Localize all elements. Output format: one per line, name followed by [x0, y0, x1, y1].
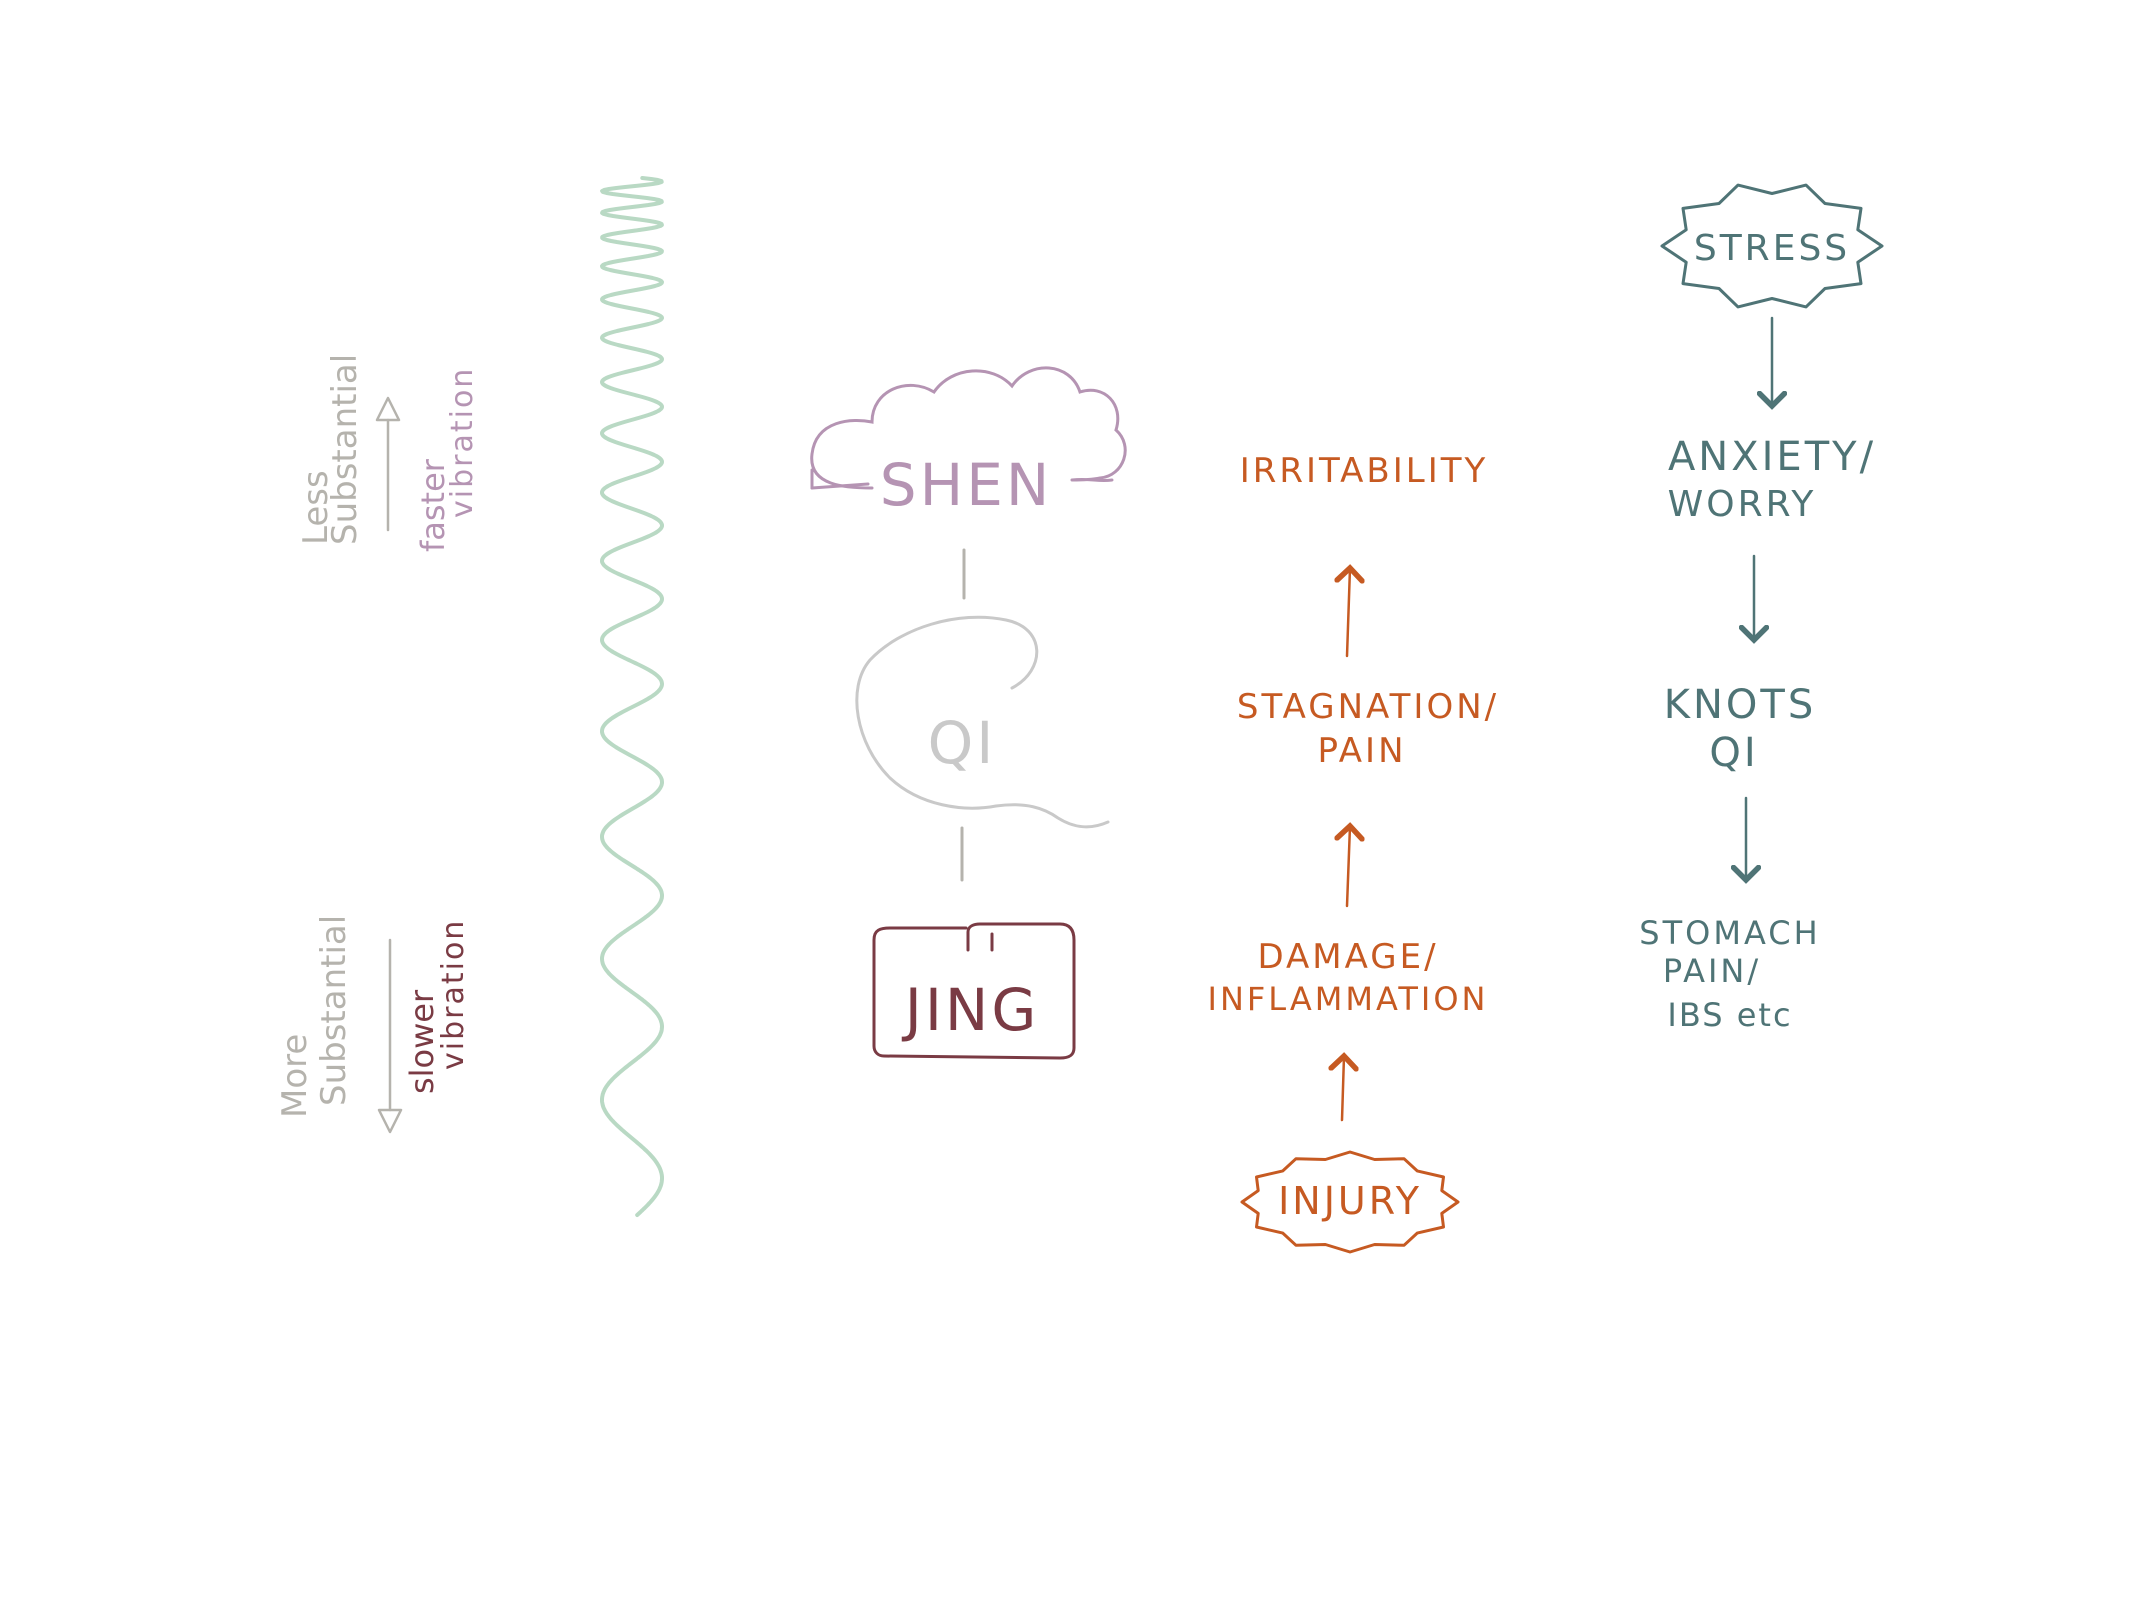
- more-substantial-group: More Substantial slower vibration: [275, 915, 471, 1134]
- injury-label: Injury: [1278, 1179, 1422, 1223]
- stomach-pain-label: Pain/: [1663, 952, 1761, 990]
- pain-label: Pain: [1317, 731, 1406, 771]
- irritability-label: Irritability: [1240, 451, 1489, 491]
- stress-burst: [1660, 183, 1884, 309]
- inflammation-label: Inflammation: [1208, 980, 1489, 1018]
- down-arrow: [377, 938, 403, 1134]
- vibration-label-top: vibration: [445, 367, 480, 518]
- ibs-label: IBS etc: [1667, 996, 1792, 1034]
- injury-burst: [1240, 1150, 1460, 1254]
- vibration-wave: [600, 176, 664, 1217]
- knots-label: Knots: [1664, 682, 1816, 728]
- less-substantial-group: Less Substantial faster vibration: [296, 354, 480, 552]
- jing-box: Jing: [872, 922, 1076, 1060]
- arrow-stagnation-to-irritability: [1347, 568, 1350, 658]
- damage-label: Damage/: [1257, 937, 1438, 977]
- stress-label: Stress: [1694, 228, 1850, 269]
- stomach-label: Stomach: [1639, 914, 1820, 952]
- slower-label: slower: [403, 989, 441, 1094]
- anxiety-label: Anxiety/: [1668, 434, 1876, 480]
- less-label: Less: [296, 470, 336, 545]
- up-arrow: [375, 396, 401, 532]
- substantial-label-bottom: Substantial: [314, 915, 354, 1106]
- shen-cloud: Shen: [810, 366, 1127, 519]
- faster-label: faster: [414, 458, 452, 552]
- knots-qi-label: Qi: [1709, 730, 1758, 776]
- jing-label: Jing: [902, 976, 1040, 1044]
- more-label: More: [275, 1034, 315, 1118]
- vibration-label-bottom: vibration: [436, 919, 471, 1070]
- qi-label: Qi: [928, 709, 997, 777]
- shen-label: Shen: [880, 451, 1052, 519]
- stagnation-label: Stagnation/: [1237, 687, 1499, 727]
- arrow-injury-to-damage: [1342, 1056, 1344, 1122]
- qi-swirl: Qi: [855, 615, 1110, 829]
- stress-chain: Stress Anxiety/ Worry Knots Qi Stomach P…: [1639, 183, 1884, 1034]
- substantial-label-top: Substantial: [325, 354, 365, 545]
- worry-label: Worry: [1668, 484, 1817, 525]
- arrow-damage-to-stagnation: [1347, 826, 1350, 908]
- injury-chain: Irritability Stagnation/ Pain Damage/ In…: [1208, 451, 1499, 1254]
